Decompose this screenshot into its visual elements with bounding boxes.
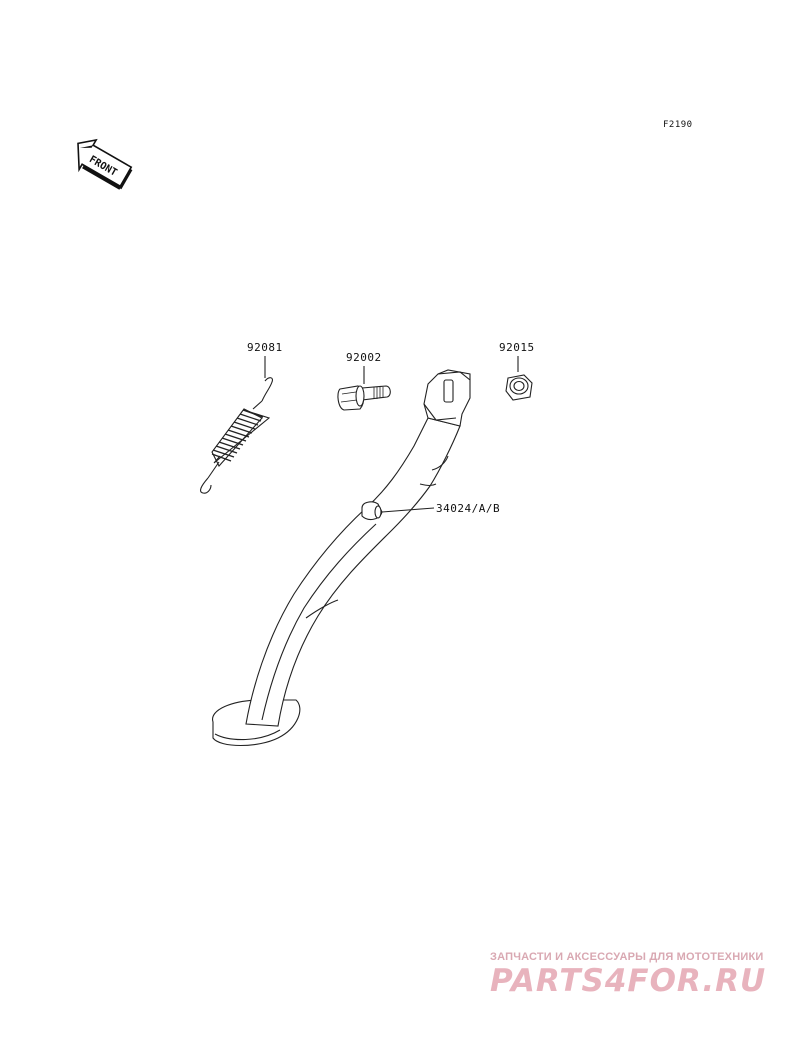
- nut-icon: [505, 356, 533, 401]
- watermark-tagline: ЗАПЧАСТИ И АКСЕССУАРЫ ДЛЯ МОТОТЕХНИКИ: [490, 951, 764, 963]
- part-label-bolt: 92002: [346, 351, 382, 364]
- front-arrow-icon: FRONT: [77, 138, 133, 190]
- part-label-spring: 92081: [247, 341, 283, 354]
- watermark-logo: PARTS4FOR.RU: [490, 963, 767, 999]
- spring-icon: [199, 356, 273, 494]
- part-label-nut: 92015: [499, 341, 535, 354]
- bolt-icon: [337, 366, 391, 411]
- side-stand-icon: [212, 369, 471, 746]
- part-label-side-stand: 34024/A/B: [436, 502, 501, 515]
- figure-code: F2190: [663, 120, 693, 130]
